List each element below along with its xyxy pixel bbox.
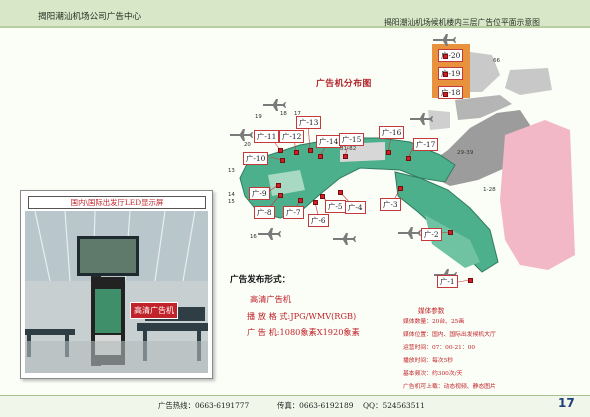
header-band bbox=[0, 0, 590, 26]
lounge-block bbox=[268, 170, 305, 196]
publish-resolution: 广 告 机:1080象素X1920象素 bbox=[247, 327, 360, 337]
ad-position-4[interactable]: 广-4 bbox=[345, 201, 366, 214]
gate-66: 66 bbox=[493, 58, 501, 64]
footer-qq: QQ：524563511 bbox=[363, 401, 425, 410]
ad-marker[interactable] bbox=[313, 200, 318, 205]
footer-band bbox=[0, 396, 590, 417]
ad-position-15[interactable]: 广-15 bbox=[339, 133, 365, 146]
gate-range-81-82: 81-82 bbox=[340, 146, 357, 152]
ad-marker[interactable] bbox=[386, 150, 391, 155]
ad-position-5[interactable]: 广-5 bbox=[325, 200, 346, 213]
param-location: 媒体位置：国内、国际出发候机大厅 bbox=[403, 332, 496, 338]
param-quantity: 媒体数量：20台、25画 bbox=[403, 319, 465, 325]
ad-position-14[interactable]: 广-14 bbox=[316, 135, 342, 148]
ad-marker[interactable] bbox=[298, 198, 303, 203]
ad-marker[interactable] bbox=[448, 230, 453, 235]
north-gray-block bbox=[505, 68, 552, 95]
ad-position-2[interactable]: 广-2 bbox=[421, 228, 442, 241]
gate-number: 17 bbox=[294, 111, 301, 117]
ad-position-11[interactable]: 广-11 bbox=[254, 130, 280, 143]
footer-rule bbox=[0, 395, 590, 396]
ad-position-6[interactable]: 广-6 bbox=[308, 214, 329, 227]
page-number: 17 bbox=[558, 396, 575, 410]
ad-position-19[interactable]: 广-19 bbox=[438, 67, 464, 80]
ad-position-17[interactable]: 广-17 bbox=[413, 138, 439, 151]
ad-position-1[interactable]: 广-1 bbox=[437, 275, 458, 288]
ad-marker[interactable] bbox=[308, 148, 313, 153]
ad-position-13[interactable]: 广-13 bbox=[296, 116, 322, 129]
gate-number: 13 bbox=[228, 168, 235, 174]
publish-format: 播 放 格 式:JPG/WMV(RGB) bbox=[247, 311, 357, 321]
ad-position-9[interactable]: 广-9 bbox=[249, 187, 270, 200]
param-upload: 广告机可上载：动态视频、静态图片 bbox=[403, 384, 496, 390]
ad-marker[interactable] bbox=[318, 154, 323, 159]
ad-position-20[interactable]: 广-20 bbox=[438, 49, 464, 62]
hd-ad-machine-tag: 高清广告机 bbox=[130, 302, 178, 319]
param-hours: 运营时间：07：00-21：00 bbox=[403, 345, 476, 351]
footer-hotline: 广告热线：0663-6191777 bbox=[158, 401, 250, 410]
walkway-block-1 bbox=[340, 142, 385, 162]
gate-number: 18 bbox=[280, 111, 287, 117]
photo-caption: 国内\国际出发厅LED显示屏 bbox=[28, 196, 206, 209]
terminal-gray-wing bbox=[455, 95, 512, 120]
ad-marker[interactable] bbox=[398, 186, 403, 191]
orange-wing-annex bbox=[470, 52, 500, 92]
ad-marker[interactable] bbox=[278, 193, 283, 198]
ad-marker[interactable] bbox=[406, 156, 411, 161]
ad-marker[interactable] bbox=[468, 278, 473, 283]
small-block bbox=[428, 110, 450, 130]
ad-marker[interactable] bbox=[443, 54, 448, 59]
terminal-floor-plan bbox=[230, 34, 575, 283]
publish-hd-machine: 高清广告机 bbox=[250, 294, 291, 304]
ad-marker[interactable] bbox=[320, 194, 325, 199]
company-title: 揭阳潮汕机场公司广告中心 bbox=[38, 12, 142, 22]
ad-position-16[interactable]: 广-16 bbox=[379, 126, 405, 139]
header-rule bbox=[0, 26, 590, 28]
distribution-map-title: 广告机分布图 bbox=[316, 79, 372, 89]
ad-position-7[interactable]: 广-7 bbox=[283, 206, 304, 219]
param-duration: 播放时间：每次5秒 bbox=[403, 358, 454, 364]
gate-number: 14 bbox=[228, 192, 235, 198]
gate-range-1-28: 1-28 bbox=[483, 187, 496, 193]
ad-position-3[interactable]: 广-3 bbox=[380, 198, 401, 211]
ad-marker[interactable] bbox=[280, 158, 285, 163]
ad-marker[interactable] bbox=[443, 72, 448, 77]
led-display-photo bbox=[25, 211, 208, 373]
ad-marker[interactable] bbox=[294, 150, 299, 155]
gate-range-29-39: 29-39 bbox=[457, 150, 474, 156]
ad-position-10[interactable]: 广-10 bbox=[243, 152, 269, 165]
ad-position-18[interactable]: 广-18 bbox=[438, 86, 464, 99]
publish-form-title: 广告发布形式： bbox=[230, 275, 291, 285]
ad-position-8[interactable]: 广-8 bbox=[254, 206, 275, 219]
ad-marker[interactable] bbox=[278, 148, 283, 153]
gate-number: 16 bbox=[250, 234, 257, 240]
gate-number: 19 bbox=[255, 114, 262, 120]
ad-marker[interactable] bbox=[343, 154, 348, 159]
gate-number: 20 bbox=[244, 142, 251, 148]
diagram-title: 揭阳潮汕机场候机楼内三层广告位平面示意图 bbox=[384, 18, 540, 27]
param-frequency: 基本频次：约300次/天 bbox=[403, 371, 463, 377]
ad-marker[interactable] bbox=[338, 190, 343, 195]
ad-marker[interactable] bbox=[443, 92, 448, 97]
pink-zone bbox=[500, 120, 575, 270]
media-params-title: 媒体参数 bbox=[418, 307, 445, 315]
ad-marker[interactable] bbox=[276, 183, 281, 188]
footer-fax: 传真：0663-6192189 bbox=[277, 401, 354, 410]
ad-position-12[interactable]: 广-12 bbox=[279, 130, 305, 143]
gate-number: 15 bbox=[228, 199, 235, 205]
